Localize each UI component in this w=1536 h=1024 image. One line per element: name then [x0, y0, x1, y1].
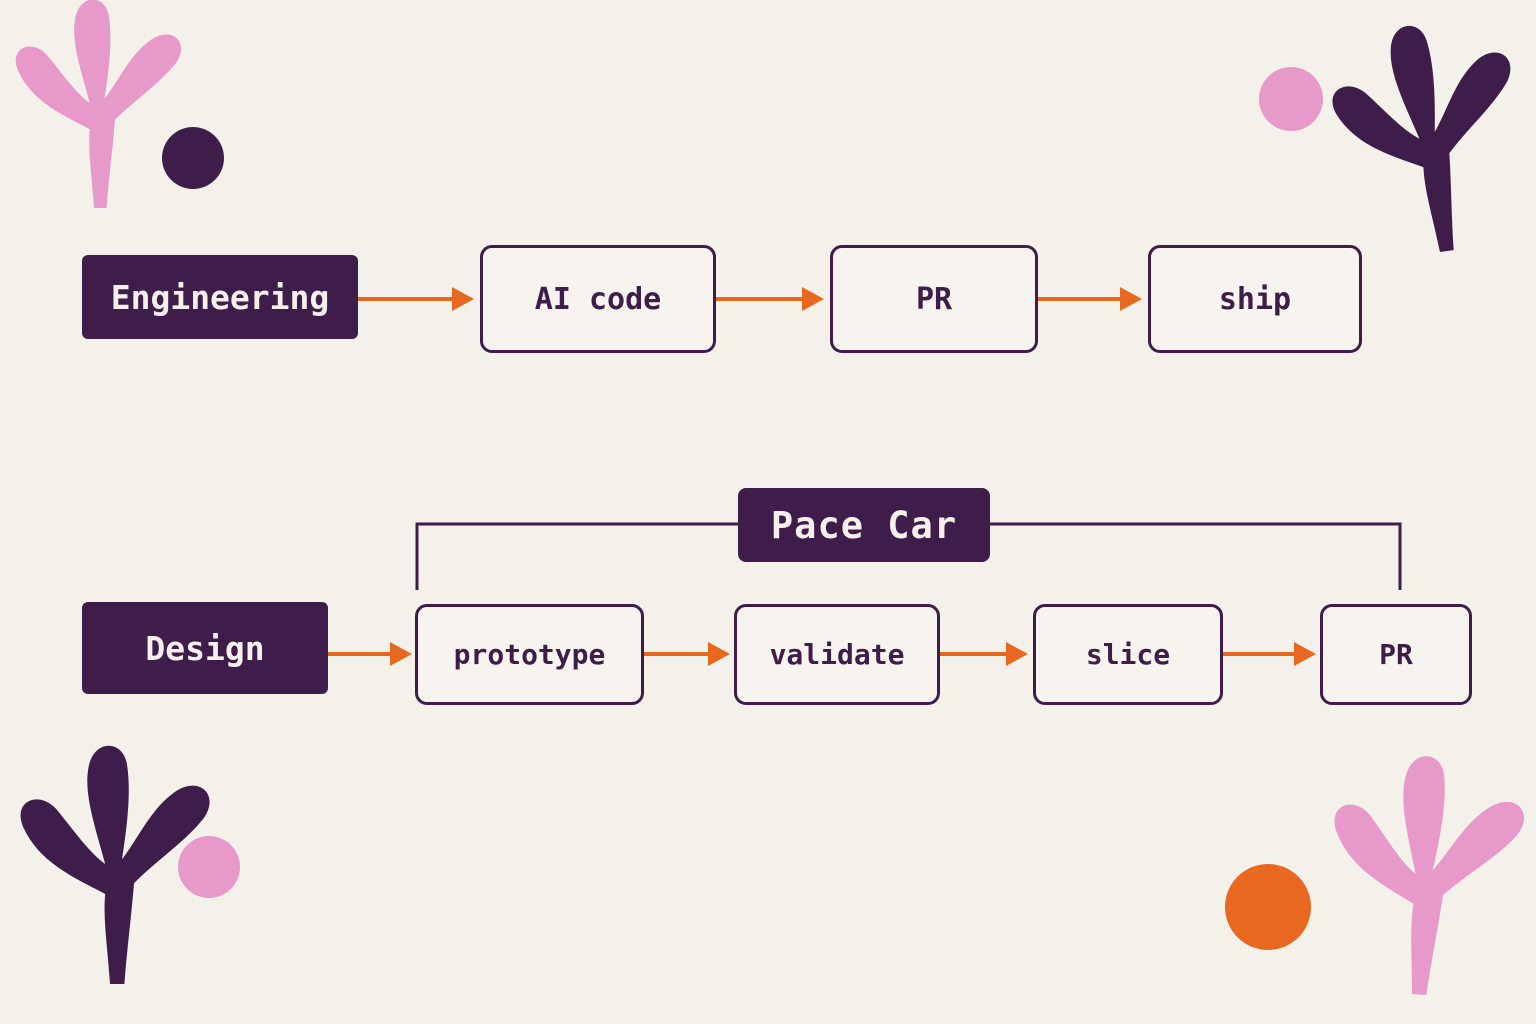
pace-car-label: Pace Car	[738, 488, 990, 562]
arrow-head	[708, 642, 730, 666]
orange-dot	[1225, 864, 1311, 950]
design-step-prototype: prototype	[415, 604, 644, 705]
engineering-lane-label: Engineering	[82, 255, 358, 339]
engineering-step-pr: PR	[830, 245, 1038, 353]
design-step-pr: PR	[1320, 604, 1472, 705]
arrow-head	[802, 287, 824, 311]
engineering-step-ship: ship	[1148, 245, 1362, 353]
arrow-head	[1294, 642, 1316, 666]
pink-dot	[178, 836, 240, 898]
design-arrows	[328, 642, 1316, 666]
engineering-step-ai-code: AI code	[480, 245, 716, 353]
purple-dot	[162, 127, 224, 189]
design-step-validate: validate	[734, 604, 940, 705]
purple-coral-shape	[1323, 12, 1535, 264]
pink-dot	[1259, 67, 1323, 131]
arrow-head	[390, 642, 412, 666]
pink-coral-shape	[15, 0, 182, 208]
arrow-head	[452, 287, 474, 311]
pink-coral-shape	[1322, 750, 1528, 1001]
arrow-head	[1120, 287, 1142, 311]
engineering-arrows	[358, 287, 1142, 311]
arrow-head	[1006, 642, 1028, 666]
design-lane-label: Design	[82, 602, 328, 694]
design-step-slice: slice	[1033, 604, 1223, 705]
